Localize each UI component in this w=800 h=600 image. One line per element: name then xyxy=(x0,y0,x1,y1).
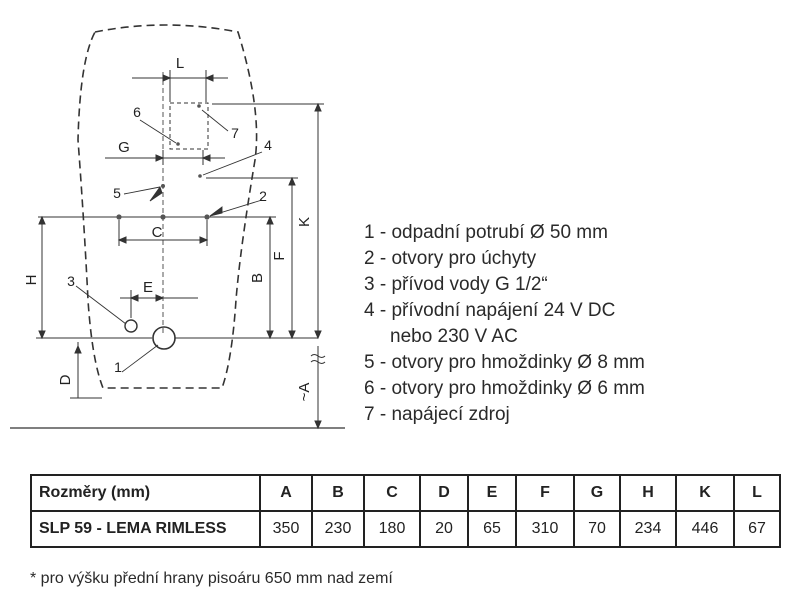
table-cell: 67 xyxy=(733,510,781,548)
legend-item-3: 3 - přívod vody G 1/2“ xyxy=(364,274,548,295)
dimension-D xyxy=(70,342,102,399)
table-cell-model: SLP 59 - LEMA RIMLESS xyxy=(30,510,261,548)
table-cell: 20 xyxy=(419,510,469,548)
legend-item-2: 2 - otvory pro úchyty xyxy=(364,248,537,269)
table-header-cell: H xyxy=(619,474,677,512)
dimension-A xyxy=(310,346,326,430)
callout-1: 1 xyxy=(114,359,122,375)
table-cell: 70 xyxy=(573,510,621,548)
urinal-dimension-drawing: L G C H E xyxy=(10,24,345,430)
dim-label-E: E xyxy=(143,279,153,296)
urinal-outline xyxy=(77,24,258,389)
table-cell: 180 xyxy=(363,510,421,548)
dim-label-A: ~A xyxy=(296,383,313,402)
dimension-F xyxy=(206,176,298,340)
table-header-cell: L xyxy=(733,474,781,512)
table-header-cell: K xyxy=(675,474,735,512)
table-cell: 230 xyxy=(311,510,365,548)
power-supply-point xyxy=(197,104,201,108)
dowel-hole-8mm xyxy=(161,184,165,188)
water-inlet xyxy=(124,319,138,333)
dimension-K xyxy=(212,102,324,340)
dim-label-F: F xyxy=(271,251,288,260)
table-cell: 65 xyxy=(467,510,517,548)
dim-label-G: G xyxy=(118,139,130,156)
power-inlet-point xyxy=(198,174,202,178)
legend-item-1: 1 - odpadní potrubí Ø 50 mm xyxy=(364,222,608,243)
dimension-B xyxy=(212,215,276,340)
dim-label-H: H xyxy=(23,275,40,286)
legend-list: 1 - odpadní potrubí Ø 50 mm 2 - otvory p… xyxy=(364,220,645,428)
table-header-cell: C xyxy=(363,474,421,512)
dim-label-D: D xyxy=(57,374,74,385)
callout-6: 6 xyxy=(133,104,141,120)
footnote: * pro výšku přední hrany pisoáru 650 mm … xyxy=(30,570,393,587)
table-cell: 234 xyxy=(619,510,677,548)
table-cell: 350 xyxy=(259,510,313,548)
table-header-cell: B xyxy=(311,474,365,512)
table-header-cell: G xyxy=(573,474,621,512)
callout-7: 7 xyxy=(231,125,239,141)
dim-label-L: L xyxy=(176,55,184,72)
dim-label-C: C xyxy=(152,224,163,241)
mounting-hole-center xyxy=(160,214,166,220)
dimension-L xyxy=(132,70,228,102)
table-header-cell: A xyxy=(259,474,313,512)
callout-4: 4 xyxy=(264,137,272,153)
dim-label-B: B xyxy=(249,273,266,283)
dim-label-K: K xyxy=(296,217,313,227)
table-header-row: Rozměry (mm) A B C D E F G H K L xyxy=(30,474,781,512)
mounting-hole-left xyxy=(116,214,122,220)
dowel-hole-6mm xyxy=(176,142,180,146)
table-cell: 446 xyxy=(675,510,735,548)
legend-item-4: 4 - přívodní napájení 24 V DC xyxy=(364,300,616,321)
legend-item-7: 7 - napájecí zdroj xyxy=(364,404,510,425)
table-header-cell: E xyxy=(467,474,517,512)
table-cell: 310 xyxy=(515,510,575,548)
legend-item-6: 6 - otvory pro hmoždinky Ø 6 mm xyxy=(364,378,645,399)
dimension-H xyxy=(36,215,152,340)
callout-3: 3 xyxy=(67,273,75,289)
mounting-hole-right xyxy=(204,214,210,220)
table-header-cell: D xyxy=(419,474,469,512)
dimension-E xyxy=(120,290,198,318)
callout-5: 5 xyxy=(113,185,121,201)
drain-pipe xyxy=(152,326,176,350)
callout-2: 2 xyxy=(259,188,267,204)
table-header-cell: Rozměry (mm) xyxy=(30,474,261,512)
dimension-G xyxy=(105,150,225,165)
dimensions-table: Rozměry (mm) A B C D E F G H K L SLP 59 … xyxy=(30,474,781,548)
table-header-cell: F xyxy=(515,474,575,512)
table-row: SLP 59 - LEMA RIMLESS 350 230 180 20 65 … xyxy=(30,510,781,548)
dimension-C xyxy=(117,220,209,246)
callout-leaders xyxy=(75,109,263,373)
legend-item-5: 5 - otvory pro hmoždinky Ø 8 mm xyxy=(364,352,645,373)
legend-item-4-cont: nebo 230 V AC xyxy=(390,326,518,347)
